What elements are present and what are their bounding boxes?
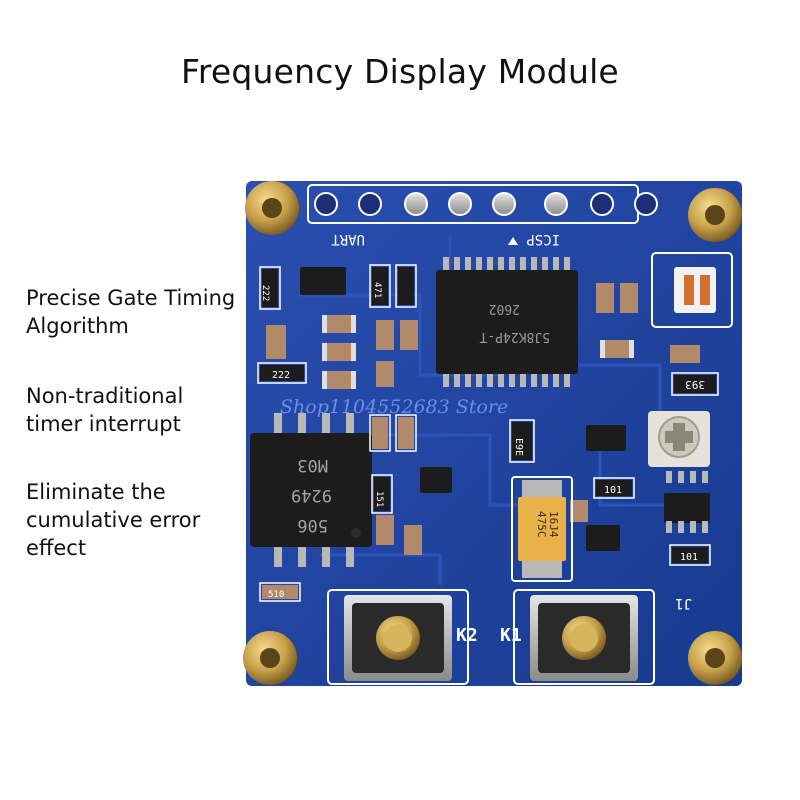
uart-label: UART bbox=[331, 231, 365, 247]
j1-label: J1 bbox=[675, 595, 692, 611]
k2-label: K2 bbox=[456, 625, 478, 646]
feature-timer-interrupt: Non-traditional timer interrupt bbox=[26, 384, 184, 436]
store-watermark: Shop1104552683 Store bbox=[280, 396, 508, 418]
left-soic-chip bbox=[250, 413, 372, 567]
smd-passives bbox=[257, 264, 719, 602]
label-222-bottom: 222 bbox=[272, 370, 290, 381]
label-222-top: 222 bbox=[260, 285, 270, 301]
sot23-transistors bbox=[300, 267, 710, 551]
button-k2[interactable] bbox=[327, 589, 469, 685]
k1-label: K1 bbox=[500, 625, 522, 646]
mounting-hole-bottom-left bbox=[243, 631, 297, 685]
label-471: 471 bbox=[372, 282, 382, 298]
right-small-chip bbox=[666, 471, 708, 533]
icsp-label: ICSP bbox=[526, 231, 560, 247]
left-chip-line3: 506 bbox=[297, 515, 328, 535]
main-chip-code: 2602 bbox=[489, 301, 520, 316]
label-510: 510 bbox=[268, 590, 284, 600]
feature-gate-timing: Precise Gate Timing Algorithm bbox=[26, 286, 236, 338]
label-101-b: 101 bbox=[680, 552, 698, 563]
feature-cumulative-error: Eliminate the cumulative error effect bbox=[26, 480, 201, 560]
crystal-oscillator bbox=[651, 252, 733, 328]
trimmer-potentiometer bbox=[648, 411, 710, 467]
mounting-hole-bottom-right bbox=[688, 631, 742, 685]
label-e9e: E9E bbox=[513, 438, 524, 456]
left-chip-line2: 9249 bbox=[291, 485, 332, 505]
header-pin-row bbox=[307, 184, 658, 224]
page-title: Frequency Display Module bbox=[181, 52, 619, 91]
pin1-marker bbox=[508, 237, 518, 245]
main-chip-part: 5J8K24P-T bbox=[479, 329, 550, 344]
label-101-a: 101 bbox=[604, 485, 622, 496]
tantalum-cap-value: 475C bbox=[535, 511, 548, 538]
mounting-hole-top-left bbox=[245, 181, 299, 235]
main-microcontroller-chip bbox=[436, 257, 578, 387]
left-chip-line1: M03 bbox=[297, 455, 328, 475]
tantalum-capacitor bbox=[511, 476, 573, 582]
mounting-hole-top-right bbox=[688, 188, 742, 242]
label-393: 393 bbox=[685, 378, 705, 391]
pcb-board-photo: UART ICSP 2602 5J8K24P-T bbox=[240, 175, 750, 695]
button-k1[interactable] bbox=[513, 589, 655, 685]
tantalum-cap-code: 16J4 bbox=[547, 511, 560, 538]
label-151: 151 bbox=[374, 491, 384, 507]
